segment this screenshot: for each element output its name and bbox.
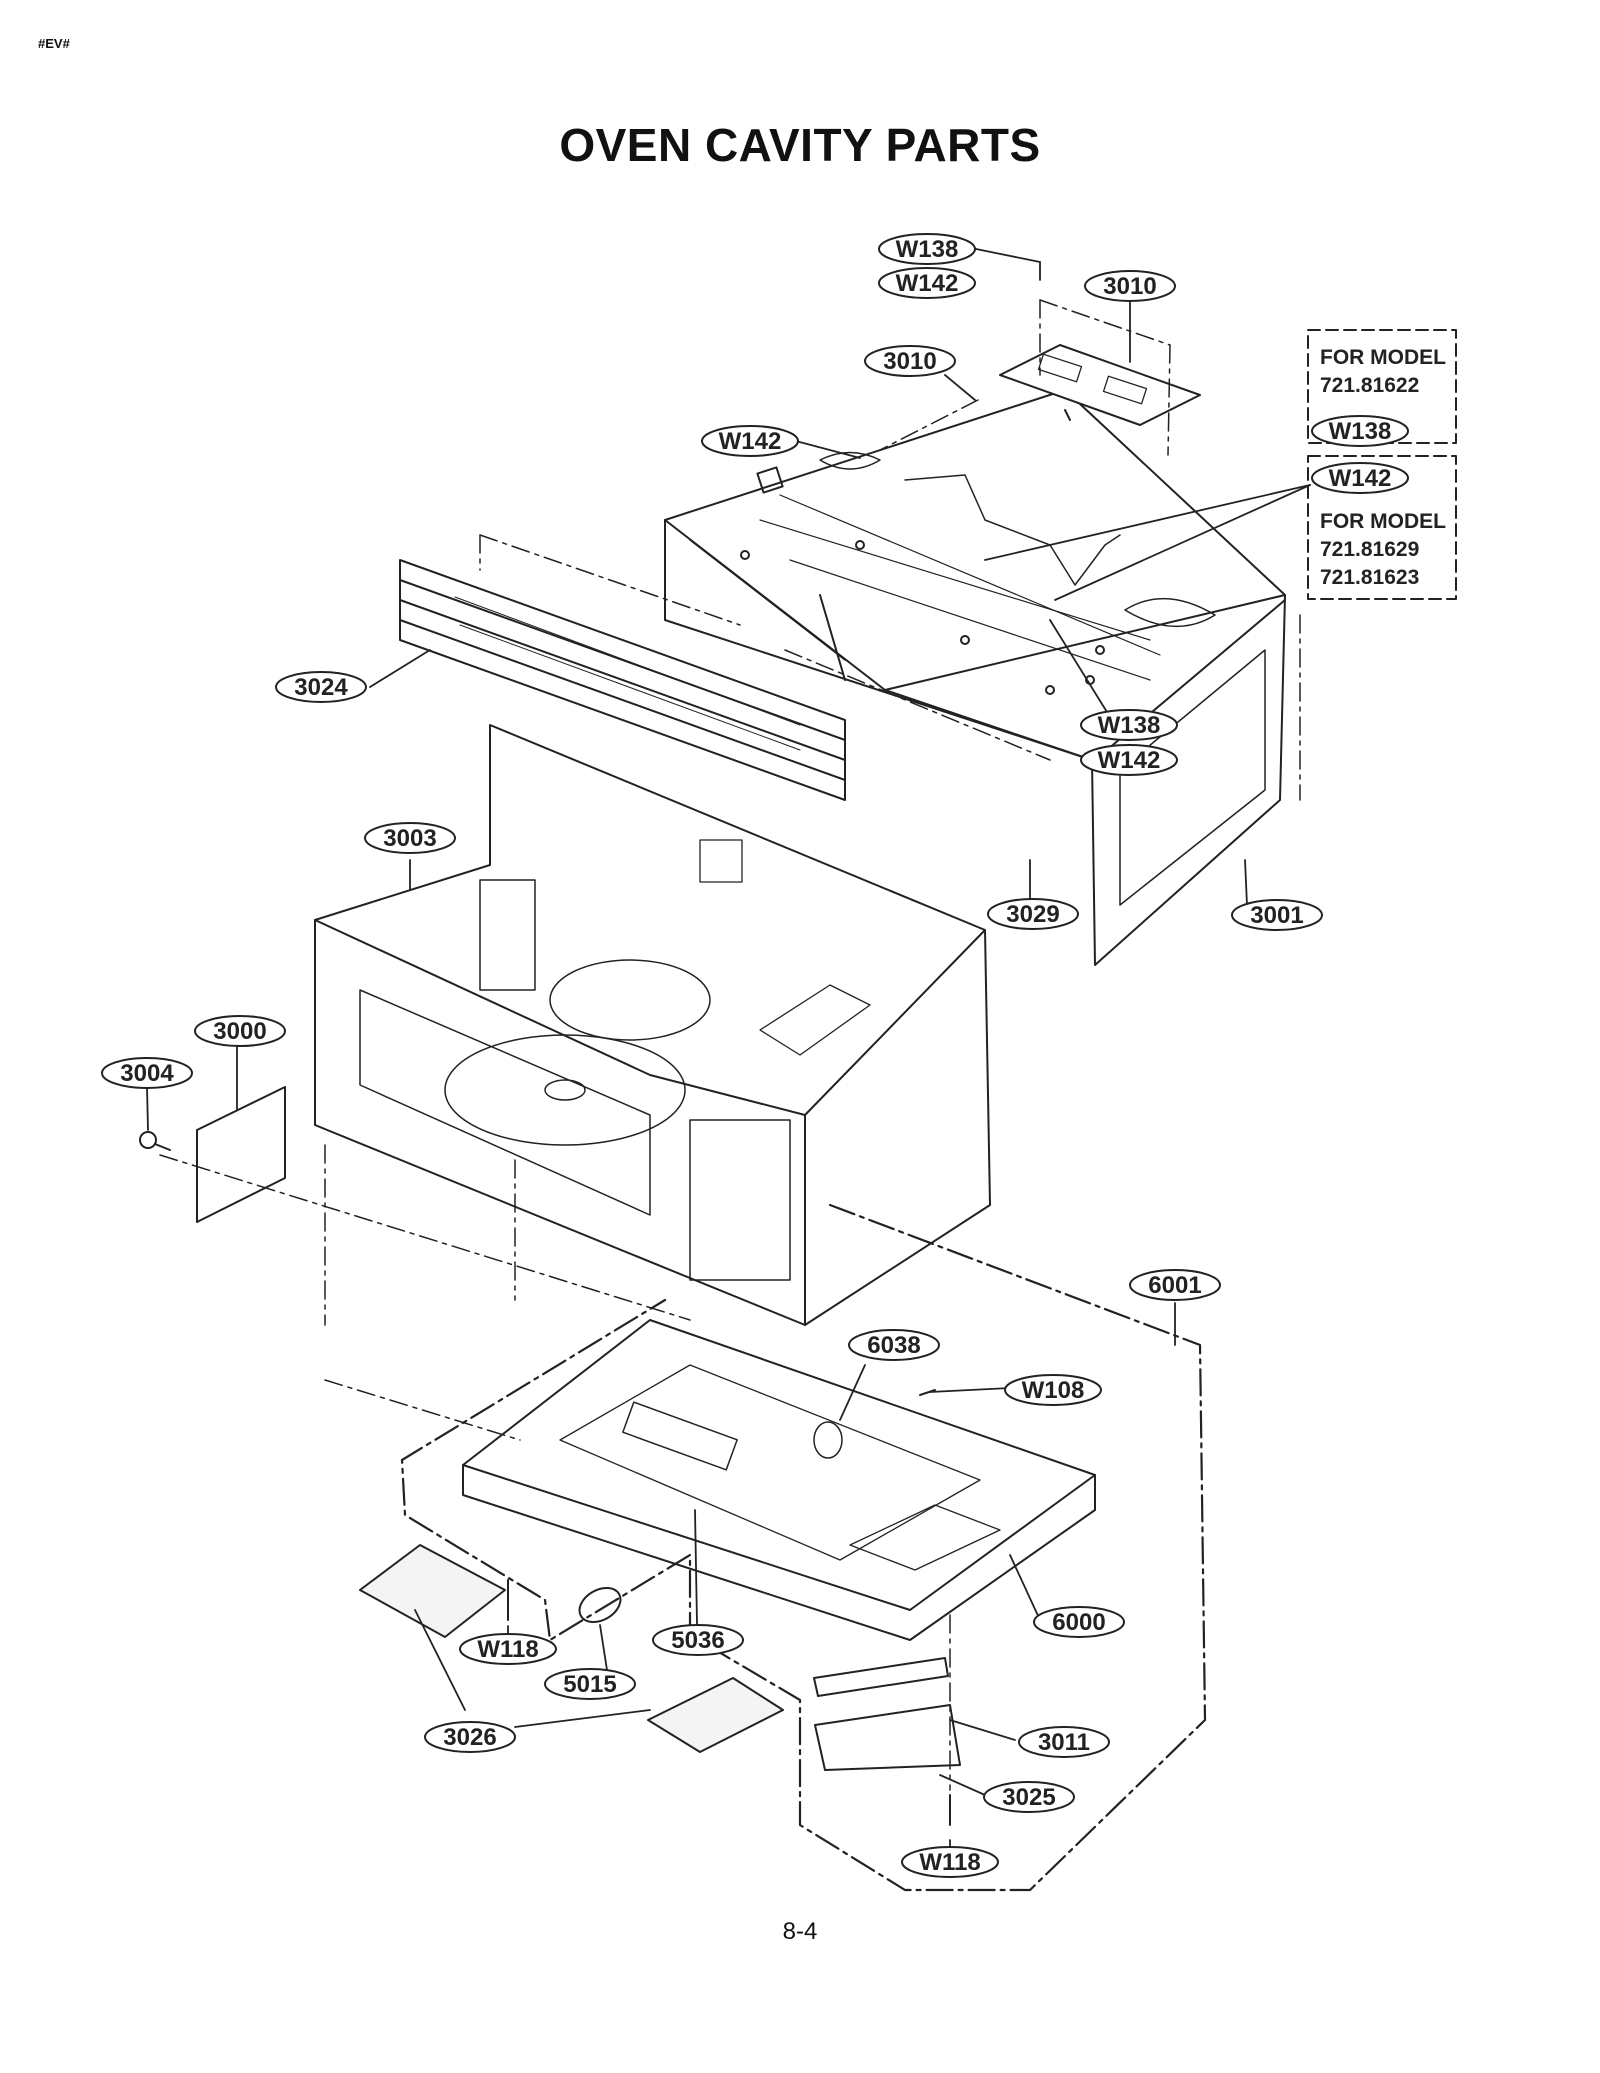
callout-6000: 6000 <box>1033 1606 1125 1638</box>
callout-6001-text: 6001 <box>1148 1272 1201 1299</box>
callout-5036: 5036 <box>652 1624 744 1656</box>
page-number: 8-4 <box>782 1918 818 1945</box>
callout-note-w138: W138 <box>1311 415 1409 447</box>
callout-3000: 3000 <box>194 1015 286 1047</box>
callout-w118-bottom-text: W118 <box>919 1849 980 1876</box>
callout-w138-mid: W138 <box>1080 709 1178 741</box>
callout-5036-text: 5036 <box>671 1627 724 1654</box>
callout-3026: 3026 <box>424 1721 516 1753</box>
callout-w142-left-text: W142 <box>719 428 782 455</box>
callout-3010-a-text: 3010 <box>1103 273 1156 300</box>
inner-cavity-drawing <box>314 724 991 1326</box>
callout-note-w138-text: W138 <box>1329 418 1392 445</box>
callout-w142-mid-text: W142 <box>1098 747 1161 774</box>
callout-5015: 5015 <box>544 1668 636 1700</box>
assembly-guide-lines <box>159 299 1301 1791</box>
filters-drawing <box>359 1544 961 1826</box>
callout-3001-text: 3001 <box>1250 902 1303 929</box>
callout-note-w142: W142 <box>1311 462 1409 494</box>
callout-w142-mid: W142 <box>1080 744 1178 776</box>
callout-6001: 6001 <box>1129 1269 1221 1301</box>
page-tag: #EV# <box>38 36 70 51</box>
callout-3010-a: 3010 <box>1084 270 1176 302</box>
callout-3011-text: 3011 <box>1038 1729 1090 1756</box>
callout-5015-text: 5015 <box>563 1671 616 1698</box>
page-title: OVEN CAVITY PARTS <box>559 119 1041 171</box>
callout-w142-left: W142 <box>701 425 799 457</box>
outer-cabinet-drawing <box>664 389 1286 966</box>
callout-3029-text: 3029 <box>1006 901 1059 928</box>
callout-3025: 3025 <box>983 1781 1075 1813</box>
callout-3010-b-text: 3010 <box>883 348 936 375</box>
model-note-1: FOR MODEL 721.81622 <box>1320 346 1446 397</box>
callout-w118-left-text: W118 <box>477 1636 538 1663</box>
callout-w142-top: W142 <box>878 267 976 299</box>
cover-6001-outline <box>400 1203 1207 1892</box>
callout-3004: 3004 <box>101 1057 193 1089</box>
callout-3024-text: 3024 <box>294 674 348 701</box>
callout-w108-text: W108 <box>1022 1377 1085 1404</box>
base-plate-drawing <box>462 1319 1096 1641</box>
model-note-2-line2: 721.81629 <box>1320 538 1419 561</box>
model-note-1-line2: 721.81622 <box>1320 374 1419 397</box>
callout-3029: 3029 <box>987 898 1079 930</box>
callout-w138-top-text: W138 <box>896 236 959 263</box>
callout-3026-text: 3026 <box>443 1724 496 1751</box>
mounting-plate-drawing <box>999 344 1201 426</box>
callout-6038: 6038 <box>848 1329 940 1361</box>
callout-note-w142-text: W142 <box>1329 465 1392 492</box>
leader-lines <box>146 248 1311 1856</box>
model-note-2-line3: 721.81623 <box>1320 566 1419 589</box>
callout-3003: 3003 <box>364 822 456 854</box>
callout-w118-left: W118 <box>459 1633 557 1665</box>
callout-3000-text: 3000 <box>213 1018 266 1045</box>
callout-w108: W108 <box>1004 1374 1102 1406</box>
model-note-2-line1: FOR MODEL <box>1320 510 1446 533</box>
callout-3010-b: 3010 <box>864 345 956 377</box>
callout-w142-top-text: W142 <box>896 270 959 297</box>
callout-3003-text: 3003 <box>383 825 436 852</box>
model-note-2: FOR MODEL 721.81629 721.81623 <box>1320 510 1446 589</box>
callout-w138-mid-text: W138 <box>1098 712 1161 739</box>
callout-3004-text: 3004 <box>120 1060 174 1087</box>
callout-3011: 3011 <box>1018 1726 1110 1758</box>
callout-6000-text: 6000 <box>1052 1609 1105 1636</box>
cover-plate-drawing <box>139 1086 286 1223</box>
callout-w138-top: W138 <box>878 233 976 265</box>
callout-3024: 3024 <box>275 671 367 703</box>
callout-3001: 3001 <box>1231 899 1323 931</box>
callout-w118-bottom: W118 <box>901 1846 999 1878</box>
callout-6038-text: 6038 <box>867 1332 920 1359</box>
grille-drawing <box>399 559 846 801</box>
callout-3025-text: 3025 <box>1002 1784 1055 1811</box>
model-note-1-line1: FOR MODEL <box>1320 346 1446 369</box>
